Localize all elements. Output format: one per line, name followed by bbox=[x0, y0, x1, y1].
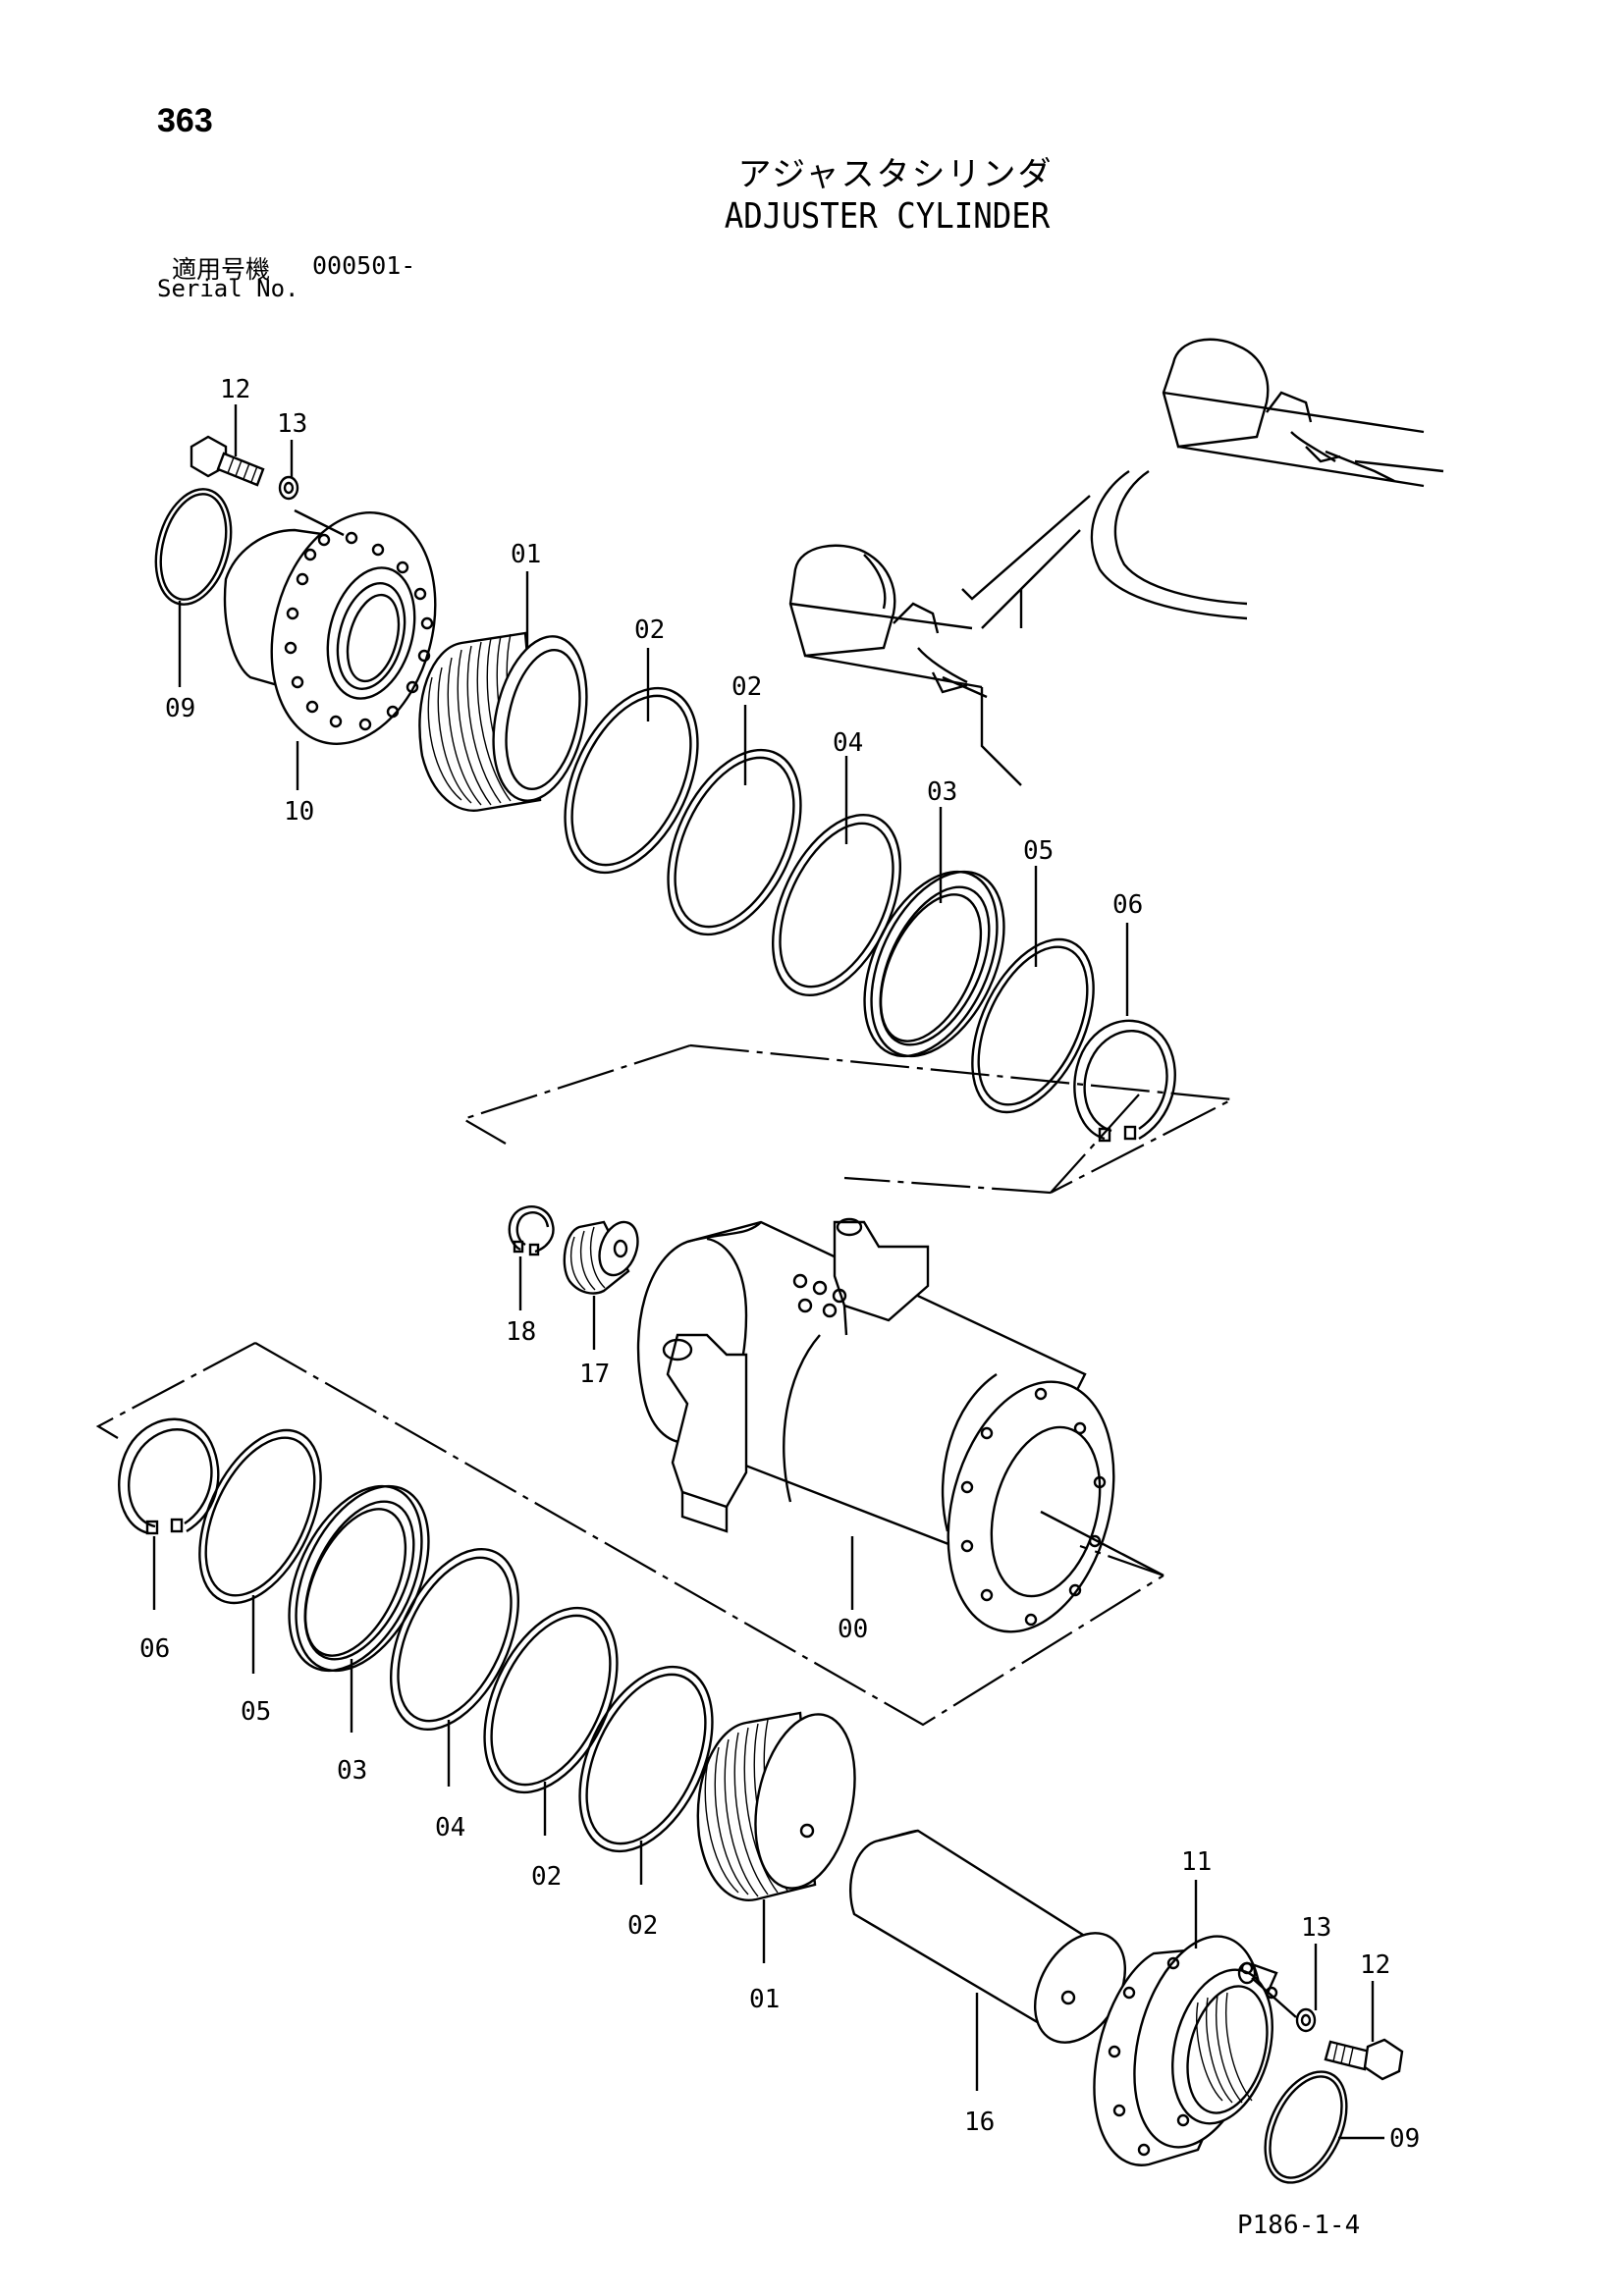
callout-04-upper: 04 bbox=[833, 728, 863, 758]
callout-05-lower: 05 bbox=[241, 1697, 271, 1727]
callout-06-lower: 06 bbox=[139, 1634, 170, 1664]
callout-02-lower-a: 02 bbox=[531, 1862, 562, 1892]
callout-03-lower: 03 bbox=[337, 1756, 367, 1786]
part-06-snap-ring-upper bbox=[1073, 1019, 1176, 1143]
callout-03-upper: 03 bbox=[927, 777, 957, 807]
part-06-snap-ring-lower bbox=[118, 1417, 220, 1535]
serial-range: 000501- bbox=[312, 251, 416, 280]
middle-callouts: 18 17 00 bbox=[506, 1256, 868, 1644]
lower-assembly-frame bbox=[95, 1342, 1164, 1727]
callout-02-upper-b: 02 bbox=[731, 672, 762, 702]
callout-01-lower: 01 bbox=[749, 1985, 780, 2014]
part-13-washer-lower bbox=[1295, 2007, 1317, 2033]
title-english: ADJUSTER CYLINDER bbox=[724, 196, 1051, 237]
part-01-piston-lower bbox=[696, 1711, 856, 1901]
part-10-head-flange bbox=[223, 511, 437, 745]
part-12-bolt-upper bbox=[189, 435, 265, 487]
callout-05-upper: 05 bbox=[1023, 836, 1054, 866]
upper-assembly-frame bbox=[460, 1043, 1236, 1195]
part-02-ring-lower-b bbox=[578, 1665, 714, 1853]
part-18-snap-ring bbox=[508, 1205, 555, 1256]
flange-bolt-holes bbox=[284, 531, 434, 731]
callout-00: 00 bbox=[838, 1615, 868, 1644]
callout-18: 18 bbox=[506, 1317, 536, 1347]
part-01-piston-upper bbox=[418, 631, 588, 812]
callout-12-upper: 12 bbox=[220, 375, 250, 404]
part-12-bolt-lower bbox=[1324, 2038, 1404, 2081]
part-04-ring-upper bbox=[771, 813, 902, 997]
part-04-ring-lower bbox=[389, 1547, 520, 1732]
part-17-plug bbox=[563, 1220, 639, 1295]
callout-13-lower: 13 bbox=[1301, 1913, 1331, 1943]
serial-label-japanese: 適用号機 bbox=[172, 255, 271, 284]
upper-callouts: 12 13 09 10 01 02 02 04 03 05 06 bbox=[165, 375, 1143, 1016]
callout-09-lower: 09 bbox=[1389, 2124, 1420, 2154]
callout-11: 11 bbox=[1181, 1847, 1212, 1877]
callout-06-upper: 06 bbox=[1112, 890, 1143, 920]
callout-17: 17 bbox=[579, 1360, 610, 1389]
callout-16: 16 bbox=[964, 2108, 995, 2137]
part-16-rod bbox=[849, 1829, 1127, 2044]
callout-01-upper: 01 bbox=[511, 540, 541, 569]
callout-12-lower: 12 bbox=[1360, 1950, 1390, 1980]
callout-13-upper: 13 bbox=[277, 409, 307, 439]
part-11-rod-flange bbox=[1093, 1935, 1297, 2166]
callout-02-upper-a: 02 bbox=[634, 615, 665, 645]
part-09-o-ring-upper bbox=[154, 488, 233, 606]
title-japanese: アジャスタシリンダ bbox=[737, 155, 1054, 194]
part-13-washer-upper bbox=[278, 475, 299, 501]
part-02-ring-upper-b bbox=[667, 748, 802, 936]
part-03-seal-upper bbox=[863, 870, 1005, 1058]
document-code: P186-1-4 bbox=[1237, 2211, 1361, 2240]
location-inset bbox=[788, 338, 1444, 786]
part-05-ring-upper bbox=[971, 937, 1095, 1114]
part-02-ring-upper-a bbox=[564, 686, 699, 875]
serial-label-english: Serial No. bbox=[157, 275, 299, 302]
callout-09-upper: 09 bbox=[165, 694, 195, 723]
part-00-cylinder-body bbox=[636, 1217, 1164, 1633]
part-05-ring-lower bbox=[198, 1428, 322, 1605]
page-number: 363 bbox=[157, 102, 213, 139]
part-09-o-ring-lower bbox=[1264, 2070, 1348, 2184]
part-02-ring-lower-a bbox=[483, 1606, 619, 1794]
callout-04-lower: 04 bbox=[435, 1813, 465, 1842]
part-03-seal-lower bbox=[288, 1484, 430, 1673]
lower-callouts: 06 05 03 04 02 02 01 16 11 13 12 09 bbox=[139, 1536, 1420, 2154]
callout-02-lower-b: 02 bbox=[627, 1911, 658, 1941]
callout-10-upper: 10 bbox=[284, 797, 314, 827]
